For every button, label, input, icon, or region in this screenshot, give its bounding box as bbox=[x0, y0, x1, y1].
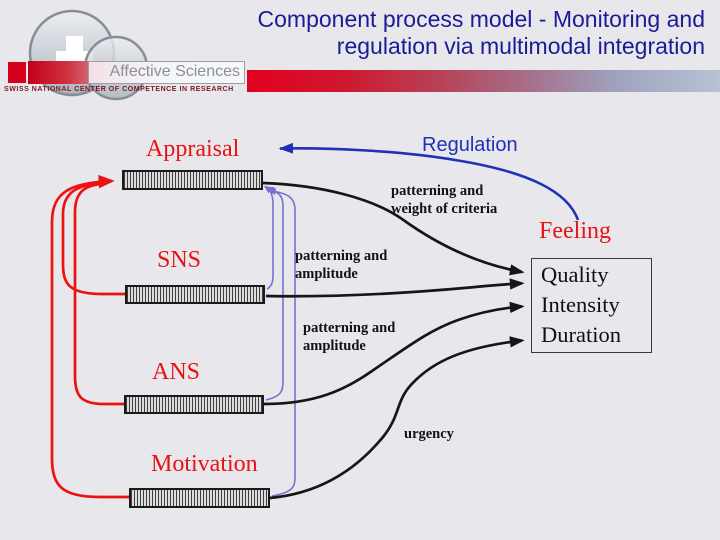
monitor-line-motivation-to-appraisal bbox=[267, 187, 296, 497]
feedback-arrow-ans-to-appraisal bbox=[73, 182, 124, 406]
sns-channel-annotation-line2: amplitude bbox=[295, 265, 358, 282]
org-name-label: Affective Sciences bbox=[88, 61, 245, 84]
monitor-line-ans-to-appraisal bbox=[265, 186, 284, 401]
ans-component-bar bbox=[124, 395, 264, 414]
feedback-arrow-sns-to-appraisal bbox=[61, 181, 125, 296]
motivation-label: Motivation bbox=[151, 451, 258, 477]
appraisal-channel-annotation-line2: weight of criteria bbox=[391, 200, 498, 217]
feedback-arrow-motivation-to-appraisal bbox=[50, 174, 129, 499]
slide-title-line2: regulation via multimodal integration bbox=[336, 33, 705, 59]
feeling-quality-text: Quality bbox=[541, 262, 609, 287]
feeling-label: Feeling bbox=[539, 218, 611, 244]
regulation-label: Regulation bbox=[422, 134, 518, 156]
appraisal-component-bar bbox=[122, 170, 263, 190]
feeling-duration-text: Duration bbox=[541, 322, 621, 347]
sns-channel-annotation-line1: patterning and bbox=[295, 248, 388, 264]
feeling-box: Quality Intensity Duration bbox=[531, 258, 652, 353]
motivation-channel-annotation: urgency bbox=[404, 426, 454, 442]
sns-channel-annotation: patterning and amplitude bbox=[295, 248, 387, 283]
ans-label: ANS bbox=[152, 359, 201, 385]
swiss-red-square bbox=[8, 62, 26, 83]
sns-component-bar bbox=[125, 285, 265, 304]
channel-sns-to-feeling bbox=[265, 278, 525, 298]
affective-sciences-logo-icon bbox=[28, 9, 149, 101]
org-subtitle-label: SWISS NATIONAL CENTER OF COMPETENCE IN R… bbox=[4, 86, 234, 93]
ans-channel-annotation: patterning and amplitude bbox=[303, 320, 395, 355]
ans-channel-annotation-line2: amplitude bbox=[303, 337, 366, 354]
appraisal-channel-annotation: patterning and weight of criteria bbox=[391, 183, 497, 218]
appraisal-label: Appraisal bbox=[146, 136, 240, 162]
ans-channel-annotation-line1: patterning and bbox=[303, 320, 396, 336]
slide-title-line1: Component process model - Monitoring and bbox=[257, 6, 705, 32]
feeling-intensity-text: Intensity bbox=[541, 292, 620, 317]
monitor-line-sns-to-appraisal bbox=[263, 185, 274, 290]
channel-motivation-to-feeling bbox=[269, 336, 525, 500]
slide-title: Component process model - Monitoring and… bbox=[145, 6, 705, 60]
motivation-component-bar bbox=[129, 488, 270, 508]
sns-label: SNS bbox=[157, 247, 202, 273]
appraisal-channel-annotation-line1: patterning and bbox=[391, 183, 484, 199]
header-gradient-bar bbox=[247, 70, 720, 92]
